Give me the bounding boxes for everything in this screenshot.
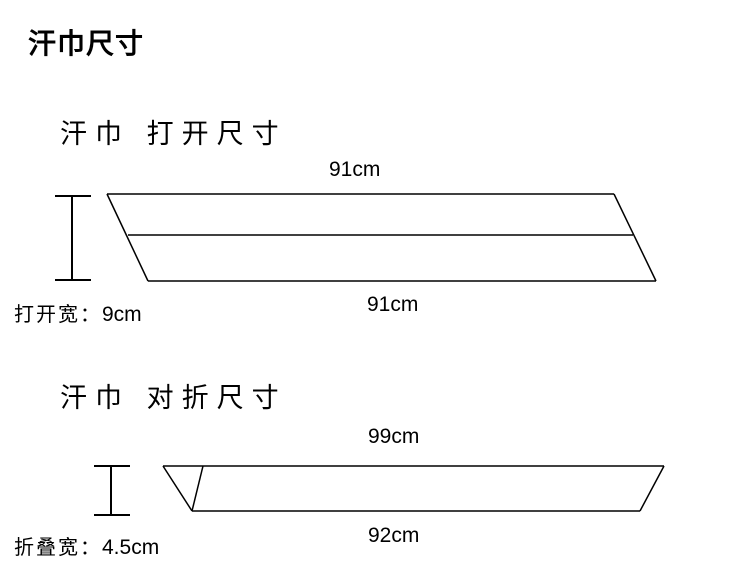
open-width-caption: 打开宽：: [14, 302, 102, 326]
open-top-length-label: 91cm: [329, 158, 381, 181]
folded-width-label: 折叠宽：4.5cm: [14, 531, 159, 560]
open-bottom-length-label: 91cm: [367, 293, 419, 316]
open-size-heading: 汗巾 打开尺寸: [60, 119, 287, 150]
open-width-label: 打开宽：9cm: [14, 298, 142, 327]
open-width-dimension-icon: [55, 195, 91, 281]
folded-width-value: 4.5cm: [102, 536, 160, 559]
open-towel-shape: [106, 193, 657, 282]
folded-width-dimension-icon: [94, 465, 130, 516]
folded-size-heading: 汗巾 对折尺寸: [60, 383, 287, 414]
open-width-value: 9cm: [102, 303, 142, 326]
folded-top-length-label: 99cm: [368, 425, 420, 448]
folded-towel-shape: [162, 465, 665, 512]
folded-width-caption: 折叠宽：: [14, 535, 102, 559]
page-title: 汗巾尺寸: [28, 27, 145, 60]
folded-bottom-length-label: 92cm: [368, 524, 420, 547]
